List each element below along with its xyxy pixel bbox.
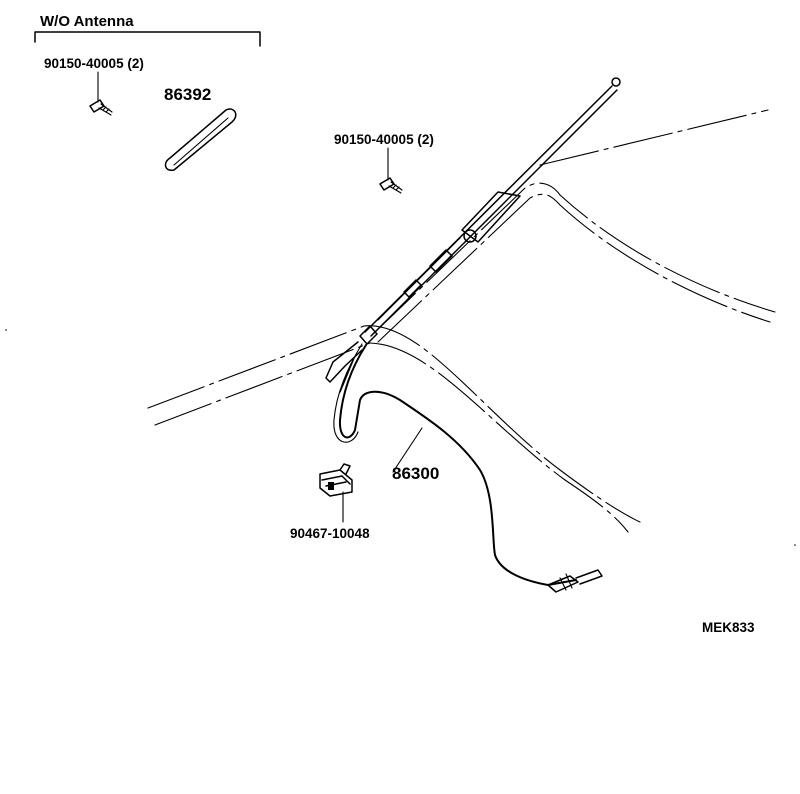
variant-bracket xyxy=(34,31,261,47)
screw-icon xyxy=(89,99,113,116)
label-screw-top-left: 90150-40005 (2) xyxy=(44,56,144,71)
antenna-hole-cover-icon xyxy=(164,108,237,171)
screw-icon xyxy=(379,177,403,194)
clamp-icon xyxy=(319,463,353,497)
car-body-outline xyxy=(147,109,776,533)
speck xyxy=(794,544,796,546)
leader-antenna xyxy=(392,427,423,473)
label-clamp: 90467-10048 xyxy=(290,526,370,541)
label-antenna: 86300 xyxy=(392,464,439,483)
windshield-antenna-icon xyxy=(325,77,621,593)
label-figure-code: MEK833 xyxy=(702,620,755,635)
speck xyxy=(5,329,7,331)
label-screw-center: 90150-40005 (2) xyxy=(334,132,434,147)
label-cover: 86392 xyxy=(164,85,211,104)
variant-heading: W/O Antenna xyxy=(40,13,134,30)
